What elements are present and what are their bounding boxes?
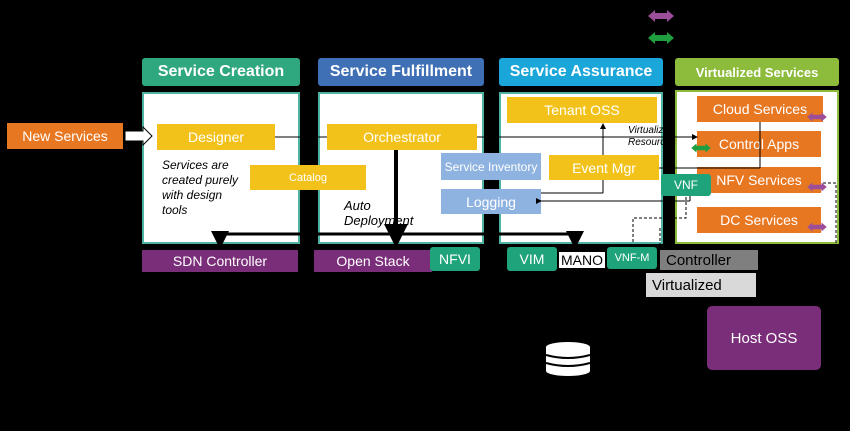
service-inventory-box: Service Inventory bbox=[441, 153, 541, 180]
sdn-controller-box: SDN Controller bbox=[142, 250, 298, 272]
mano-label: MANO bbox=[559, 252, 605, 268]
open-stack-box: Open Stack bbox=[314, 250, 432, 272]
control-apps-box: Control Apps bbox=[697, 131, 821, 157]
new-services-arrow bbox=[124, 125, 153, 147]
catalog-box: Catalog bbox=[250, 165, 366, 190]
purple-double-arrow-icon bbox=[648, 10, 674, 22]
vnf-m-box: VNF-M bbox=[607, 247, 657, 269]
logging-box: Logging bbox=[441, 189, 541, 214]
tenant-oss-box: Tenant OSS bbox=[507, 97, 657, 123]
header-virtualized-services: Virtualized Services bbox=[675, 58, 839, 86]
virtualized-resources-label: Virtualized Resources bbox=[628, 125, 676, 148]
nfvi-box: NFVI bbox=[430, 247, 480, 271]
dc-services-box: DC Services bbox=[697, 207, 821, 233]
vnf-box: VNF bbox=[661, 174, 711, 196]
event-mgr-box: Event Mgr bbox=[549, 155, 659, 180]
nfv-services-box: NFV Services bbox=[697, 167, 821, 193]
orchestrator-box: Orchestrator bbox=[327, 124, 477, 150]
green-double-arrow-icon bbox=[648, 32, 674, 44]
header-service-assurance: Service Assurance bbox=[499, 58, 663, 86]
header-service-creation: Service Creation bbox=[142, 58, 300, 86]
database-icon bbox=[545, 342, 591, 376]
purple-double-arrow-icon bbox=[807, 182, 827, 192]
header-service-fulfillment: Service Fulfillment bbox=[318, 58, 484, 86]
purple-double-arrow-icon bbox=[807, 222, 827, 232]
host-oss-box: Host OSS bbox=[707, 306, 821, 370]
purple-double-arrow-icon bbox=[807, 112, 827, 122]
designer-box: Designer bbox=[157, 124, 275, 150]
cloud-services-box: Cloud Services bbox=[697, 96, 823, 122]
design-tools-note: Services are created purely with design … bbox=[162, 158, 239, 217]
virtualized-box: Virtualized bbox=[646, 273, 756, 297]
new-services-box: New Services bbox=[7, 123, 123, 149]
controller-box: Controller bbox=[660, 250, 758, 270]
vim-box: VIM bbox=[507, 247, 557, 271]
green-double-arrow-icon bbox=[691, 143, 711, 153]
